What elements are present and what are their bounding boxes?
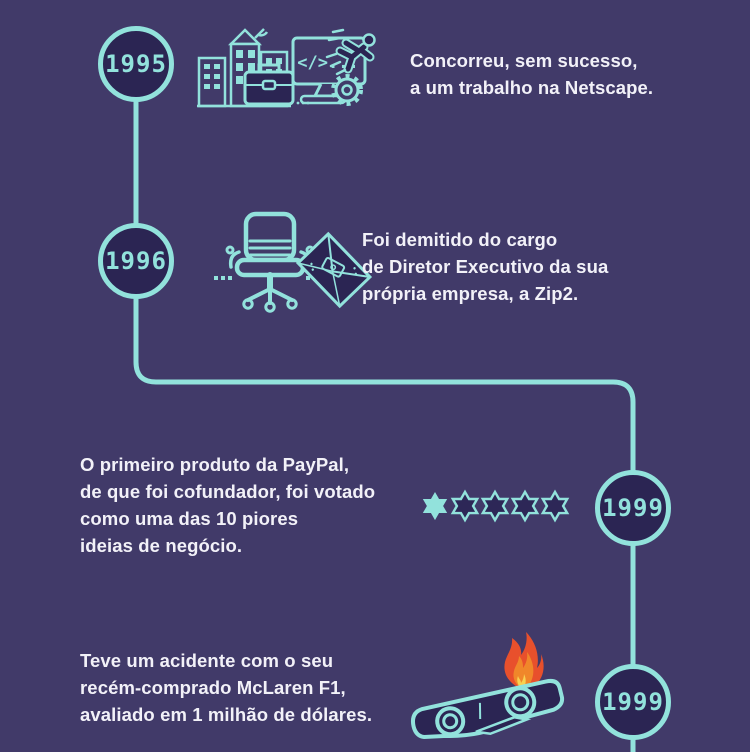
caption-line: O primeiro produto da PayPal, <box>80 454 350 475</box>
caption-line: de que foi cofundador, foi votado <box>80 481 376 502</box>
caption-line: Concorreu, sem sucesso, <box>410 50 638 71</box>
one-star-rating-icon <box>420 489 570 523</box>
star-icon-empty <box>450 489 480 523</box>
caption-line: como uma das 10 piores <box>80 508 299 529</box>
caption-line: recém-comprado McLaren F1, <box>80 677 346 698</box>
flame-icon <box>504 632 544 690</box>
timeline-node-1999-paypal: 1999 <box>595 470 671 546</box>
caption-line: Teve um acidente com o seu <box>80 650 334 671</box>
netscape-job-rejection-icon: </>... <box>197 28 376 108</box>
caption-1995: Concorreu, sem sucesso, a um trabalho na… <box>410 47 653 101</box>
office-chair-icon <box>214 211 324 313</box>
star-icon-empty <box>480 489 510 523</box>
caption-line: a um trabalho na Netscape. <box>410 77 654 98</box>
timeline-node-1999-mclaren: 1999 <box>595 664 671 740</box>
caption-line: avaliado em 1 milhão de dólares. <box>80 704 373 725</box>
year-label: 1999 <box>602 494 664 522</box>
star-icon-empty <box>510 489 540 523</box>
timeline-node-1995: 1995 <box>98 26 174 102</box>
fired-from-zip2-icon <box>214 211 373 313</box>
caption-1999-paypal: O primeiro produto da PayPal, de que foi… <box>80 451 375 559</box>
code-glyph: </>... <box>297 53 358 73</box>
caption-line: própria empresa, a Zip2. <box>362 283 579 304</box>
caption-1996: Foi demitido do cargo de Diretor Executi… <box>362 226 608 307</box>
star-icon-empty <box>540 489 570 523</box>
caption-line: ideias de negócio. <box>80 535 243 556</box>
mclaren-crash-icon <box>411 632 565 740</box>
money-envelope-icon <box>295 231 373 309</box>
year-label: 1995 <box>105 50 167 78</box>
star-icon-filled <box>422 491 448 521</box>
falling-person-icon <box>325 28 376 76</box>
flipped-car-icon <box>411 678 565 740</box>
caption-line: Foi demitido do cargo <box>362 229 558 250</box>
caption-1999-mclaren: Teve um acidente com o seu recém-comprad… <box>80 647 372 728</box>
caption-line: de Diretor Executivo da sua <box>362 256 609 277</box>
year-label: 1999 <box>602 688 664 716</box>
timeline-node-1996: 1996 <box>98 223 174 299</box>
year-label: 1996 <box>105 247 167 275</box>
